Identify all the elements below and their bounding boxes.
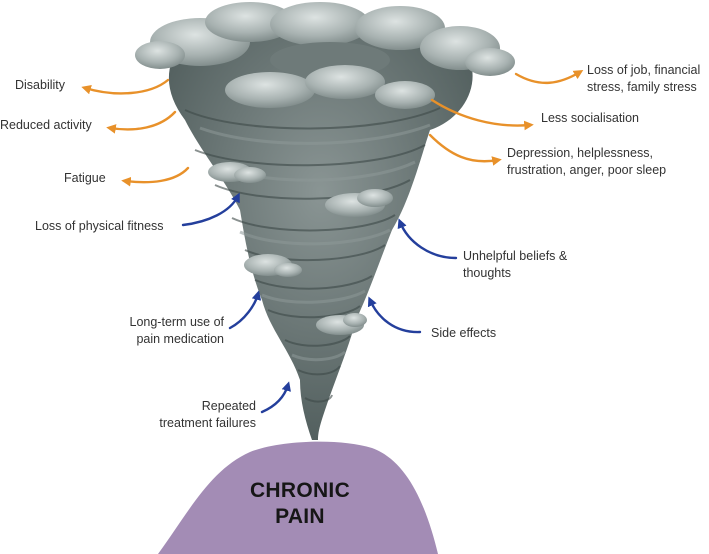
arrow-side-effects (367, 296, 422, 334)
label-side-effects: Side effects (431, 326, 497, 340)
label-treatment-failures-line2: treatment failures (159, 416, 256, 430)
arrow-reduced-activity (106, 110, 177, 134)
label-treatment-failures: Repeated treatment failures (120, 398, 256, 432)
contributor-arrows (181, 192, 458, 414)
label-pain-medication-line2: pain medication (136, 332, 224, 346)
label-unhelpful-beliefs-line2: thoughts (463, 266, 511, 280)
label-fatigue: Fatigue (64, 171, 106, 185)
label-depression-line1: Depression, helplessness, (507, 146, 653, 160)
consequence-arrows (81, 70, 584, 187)
chronic-pain-mound (158, 441, 438, 554)
label-unhelpful-beliefs: Unhelpful beliefs & thoughts (463, 248, 567, 282)
tornado-funnel (168, 28, 473, 440)
storm-puffs (208, 162, 393, 335)
label-loss-of-job-line2: stress, family stress (587, 80, 697, 94)
arrow-loss-of-job (514, 70, 584, 85)
arrow-treatment-failures (260, 381, 291, 414)
chronic-pain-label: CHRONIC PAIN (210, 478, 390, 530)
arrow-unhelpful-beliefs (397, 218, 458, 260)
label-loss-of-job: Loss of job, financial stress, family st… (587, 62, 700, 96)
label-reduced-activity: Reduced activity (0, 118, 92, 132)
label-pain-medication-line1: Long-term use of (129, 315, 225, 329)
funnel-body (168, 28, 473, 440)
label-loss-of-fitness: Loss of physical fitness (35, 219, 164, 233)
label-depression: Depression, helplessness, frustration, a… (507, 145, 666, 179)
arrow-fatigue (121, 166, 190, 187)
arrow-depression (428, 133, 502, 166)
label-less-socialisation: Less socialisation (541, 111, 639, 125)
label-loss-of-job-line1: Loss of job, financial (587, 63, 701, 77)
label-disability: Disability (15, 78, 66, 92)
chronic-pain-line2: PAIN (275, 505, 325, 528)
arrow-pain-medication (228, 290, 262, 330)
label-pain-medication: Long-term use of pain medication (88, 314, 225, 348)
label-treatment-failures-line1: Repeated (201, 399, 256, 413)
label-depression-line2: frustration, anger, poor sleep (507, 163, 667, 177)
arrow-disability (81, 78, 170, 95)
chronic-pain-line1: CHRONIC (249, 479, 351, 502)
label-unhelpful-beliefs-line1: Unhelpful beliefs & (463, 249, 568, 263)
arrow-less-socialisation (430, 98, 534, 131)
arrow-loss-of-fitness (181, 192, 240, 227)
storm-cloud-top (135, 2, 515, 109)
